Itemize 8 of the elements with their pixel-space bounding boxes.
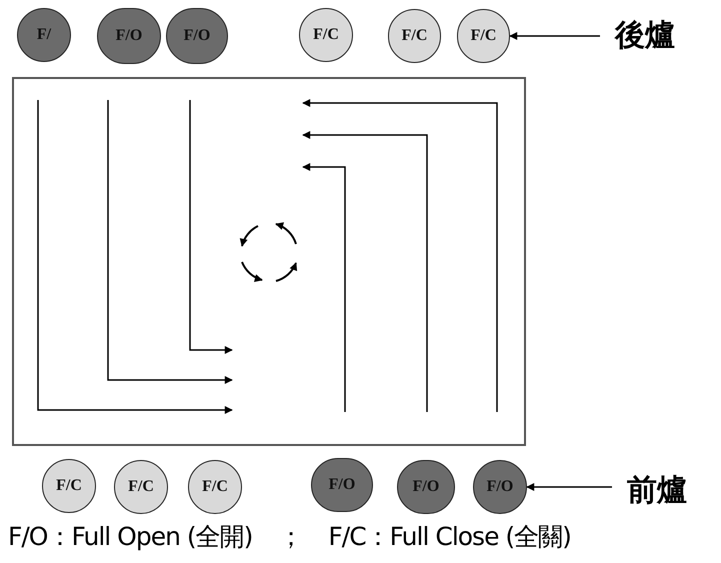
arrow: [509, 32, 600, 40]
furnace-side-label: 後爐: [600, 16, 690, 54]
legend-note: F/C：Full Close (全關): [328, 521, 571, 553]
legend-note: F/O：Full Open (全開): [8, 521, 252, 553]
furnace-frame: [12, 77, 526, 446]
arrow: [526, 483, 612, 491]
legend-note: ；: [278, 521, 302, 553]
furnace-side-label: 前爐: [612, 471, 702, 509]
